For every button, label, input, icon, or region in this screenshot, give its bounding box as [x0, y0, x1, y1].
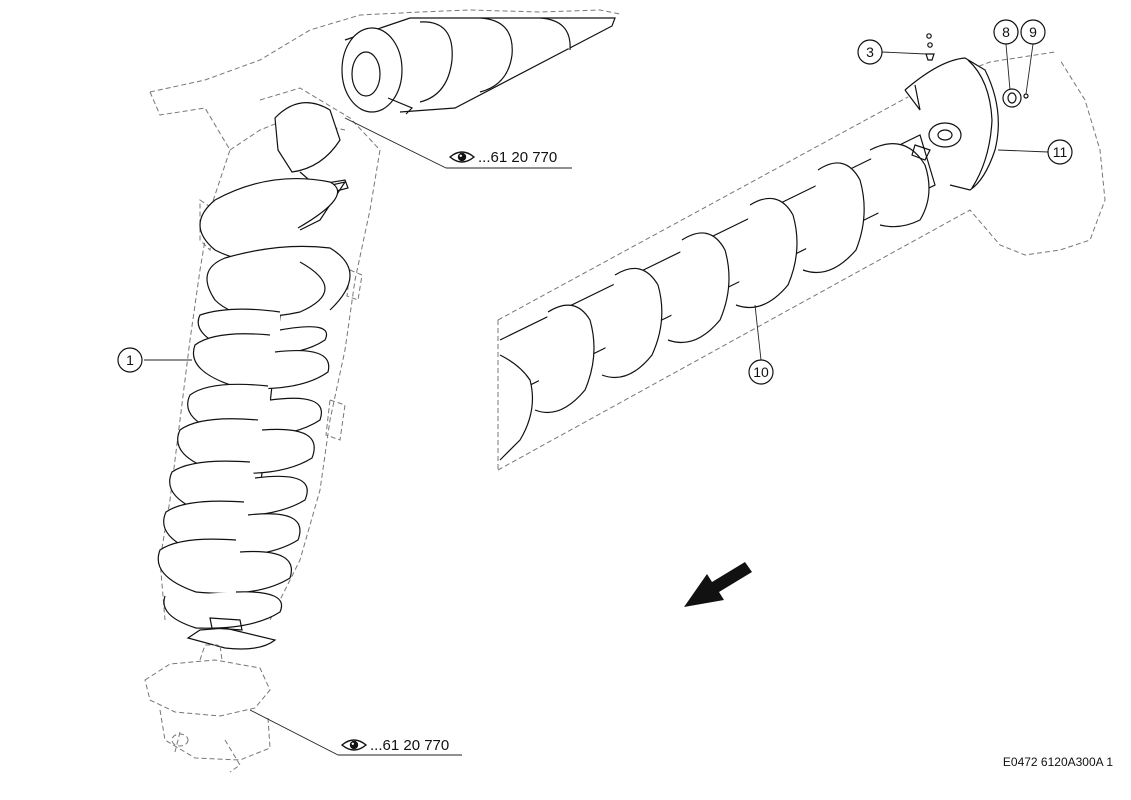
callout-11-label: 11 — [1053, 144, 1068, 160]
reference-lower-label: ...61 20 770 — [370, 737, 449, 754]
direction-arrow-icon — [684, 562, 752, 607]
vertical-auger-assembly — [144, 9, 621, 773]
callout-1-label: 1 — [126, 352, 134, 368]
reference-lower: ...61 20 770 — [249, 709, 462, 756]
eye-icon — [340, 739, 368, 751]
callout-11: 11 — [997, 139, 1073, 165]
horizontal-auger-assembly — [497, 33, 1106, 471]
reference-upper: ...61 20 770 — [344, 117, 572, 169]
callout-8-label: 8 — [1002, 24, 1010, 40]
callout-10: 10 — [748, 304, 774, 385]
callout-3-label: 3 — [866, 44, 874, 60]
callout-8: 8 — [993, 19, 1019, 91]
drawing-code: E0472 6120A300A 1 — [1003, 755, 1113, 769]
callout-3: 3 — [857, 39, 927, 65]
callout-9: 9 — [1020, 19, 1046, 95]
callout-10-label: 10 — [753, 364, 769, 380]
callout-1: 1 — [117, 347, 192, 373]
reference-upper-label: ...61 20 770 — [478, 149, 557, 166]
eye-icon — [448, 151, 476, 163]
callout-9-label: 9 — [1029, 24, 1037, 40]
